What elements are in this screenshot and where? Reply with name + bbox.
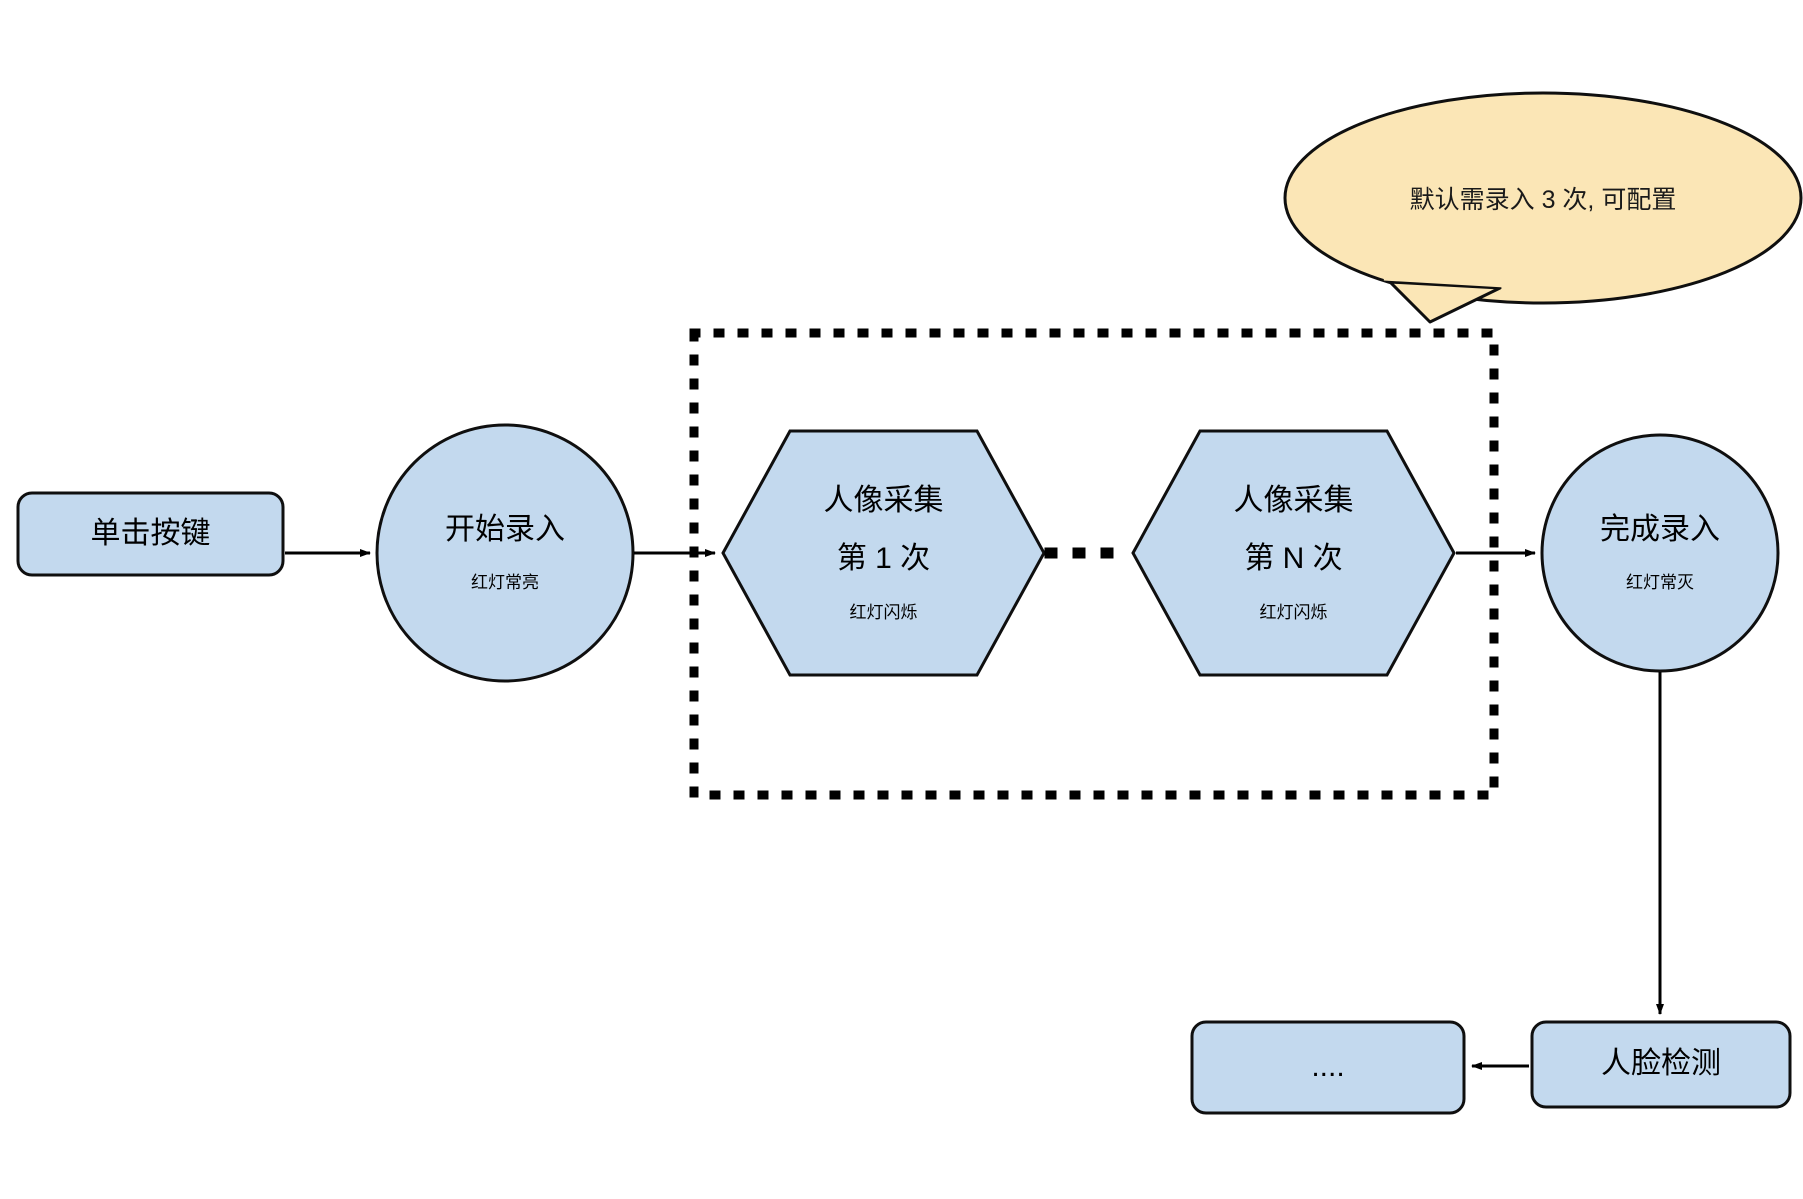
node-face-detect-shape[interactable]: [1530, 1020, 1792, 1109]
node-more-steps-shape[interactable]: [1190, 1020, 1466, 1115]
node-finish-enroll-shape[interactable]: [1540, 433, 1780, 673]
node-capture-nth-shape[interactable]: [1131, 429, 1456, 677]
capture-loop-border: [689, 328, 1499, 800]
node-capture-first-shape[interactable]: [721, 429, 1046, 677]
callout-tail-mask: [1383, 273, 1506, 288]
callout-tail: [1388, 280, 1502, 324]
node-start-enroll-shape[interactable]: [375, 423, 635, 683]
node-click-key-shape[interactable]: [16, 491, 285, 577]
callout-bubble-shape: [1283, 91, 1803, 305]
